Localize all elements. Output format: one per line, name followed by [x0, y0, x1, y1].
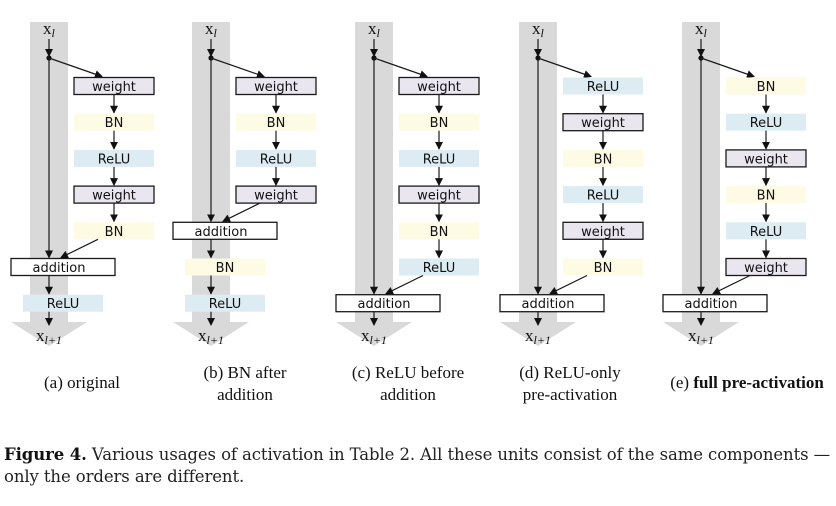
branch-arrow — [48, 57, 103, 78]
subcaption-line: (a) original — [44, 373, 120, 392]
bn-box — [726, 186, 806, 204]
relu-label: ReLU — [423, 152, 456, 167]
relu-label: ReLU — [47, 297, 80, 312]
bn-label: BN — [757, 80, 776, 95]
addition-label: addition — [358, 297, 411, 312]
subcaption-bold-text: full pre-activation — [693, 373, 824, 392]
branch-arrow — [537, 57, 592, 78]
relu-box — [726, 113, 806, 131]
weight-label: weight — [744, 261, 788, 276]
addition-label: addition — [195, 225, 248, 240]
weight-label: weight — [254, 189, 298, 204]
branch-arrow — [373, 57, 428, 78]
bn-box — [236, 113, 316, 131]
figure-caption-text: Various usages of activation in Table 2.… — [4, 445, 831, 486]
weight-label: weight — [417, 80, 461, 95]
subcaption-line: addition — [217, 385, 273, 404]
relu-label: ReLU — [209, 297, 242, 312]
subcaption-e: (e) full pre-activation — [657, 372, 836, 394]
bn-box — [74, 222, 154, 240]
relu-box — [185, 294, 265, 312]
subcaption-d: (d) ReLU-only pre-activation — [480, 362, 660, 406]
weight-label: weight — [581, 225, 625, 240]
subcaption-line: (d) ReLU-only — [519, 363, 621, 382]
addition-box — [10, 257, 116, 277]
subcaption-line: (c) ReLU before — [351, 363, 465, 382]
weight-label: weight — [744, 152, 788, 167]
branch-merge-arrow — [549, 274, 588, 295]
relu-label: ReLU — [587, 189, 620, 204]
relu-label: ReLU — [750, 116, 783, 131]
bn-box — [563, 258, 643, 276]
bn-box — [399, 222, 479, 240]
weight-label: weight — [92, 80, 136, 95]
subcaption-line: pre-activation — [522, 385, 618, 404]
weight-label: weight — [254, 80, 298, 95]
bn-box — [74, 113, 154, 131]
branch-merge-arrow — [385, 274, 424, 295]
addition-label: addition — [685, 297, 738, 312]
subcaption-c: (c) ReLU before addition — [318, 362, 498, 406]
bn-box — [399, 113, 479, 131]
addition-box — [499, 294, 605, 313]
bn-label: BN — [216, 261, 235, 276]
bn-box — [726, 77, 806, 95]
bn-label: BN — [594, 261, 613, 276]
addition-label: addition — [33, 261, 86, 276]
weight-box — [235, 185, 317, 204]
relu-label: ReLU — [98, 152, 131, 167]
relu-label: ReLU — [750, 225, 783, 240]
relu-box — [399, 258, 479, 276]
bn-label: BN — [430, 116, 449, 131]
addition-box — [662, 294, 768, 313]
subcaption-line: (e) full pre-activation — [657, 372, 836, 394]
bn-label: BN — [594, 152, 613, 167]
relu-box — [236, 149, 316, 167]
bn-label: BN — [757, 189, 776, 204]
weight-box — [725, 257, 807, 277]
relu-box — [399, 149, 479, 167]
relu-box — [563, 186, 643, 204]
branch-merge-arrow — [712, 274, 751, 295]
relu-label: ReLU — [587, 80, 620, 95]
relu-label: ReLU — [423, 261, 456, 276]
figure-caption-label: Figure 4. — [4, 445, 87, 464]
relu-label: ReLU — [260, 152, 293, 167]
addition-box — [172, 221, 278, 240]
subcaption-prefix: (e) — [670, 373, 694, 392]
branch-arrow — [210, 57, 265, 78]
residual-unit-figure: xlweightBNReLUweightBNadditionReLUxl+1xl… — [10, 19, 807, 347]
bn-label: BN — [430, 225, 449, 240]
figure-caption: Figure 4. Various usages of activation i… — [4, 444, 834, 488]
branch-arrow — [700, 57, 755, 78]
relu-box — [23, 294, 103, 312]
subcaption-line: addition — [380, 385, 436, 404]
relu-box — [726, 222, 806, 240]
bn-box — [185, 258, 265, 276]
branch-merge-arrow — [222, 202, 261, 222]
relu-box — [563, 77, 643, 95]
weight-label: weight — [581, 116, 625, 131]
weight-label: weight — [417, 189, 461, 204]
branch-merge-arrow — [60, 238, 99, 259]
bn-label: BN — [105, 225, 124, 240]
weight-label: weight — [92, 189, 136, 204]
bn-label: BN — [105, 116, 124, 131]
bn-label: BN — [267, 116, 286, 131]
addition-box — [335, 294, 441, 313]
relu-box — [74, 149, 154, 167]
subcaption-line: (b) BN after — [203, 363, 287, 382]
addition-label: addition — [522, 297, 575, 312]
subcaption-a: (a) original — [0, 372, 172, 394]
subcaption-b: (b) BN after addition — [155, 362, 335, 406]
bn-box — [563, 149, 643, 167]
